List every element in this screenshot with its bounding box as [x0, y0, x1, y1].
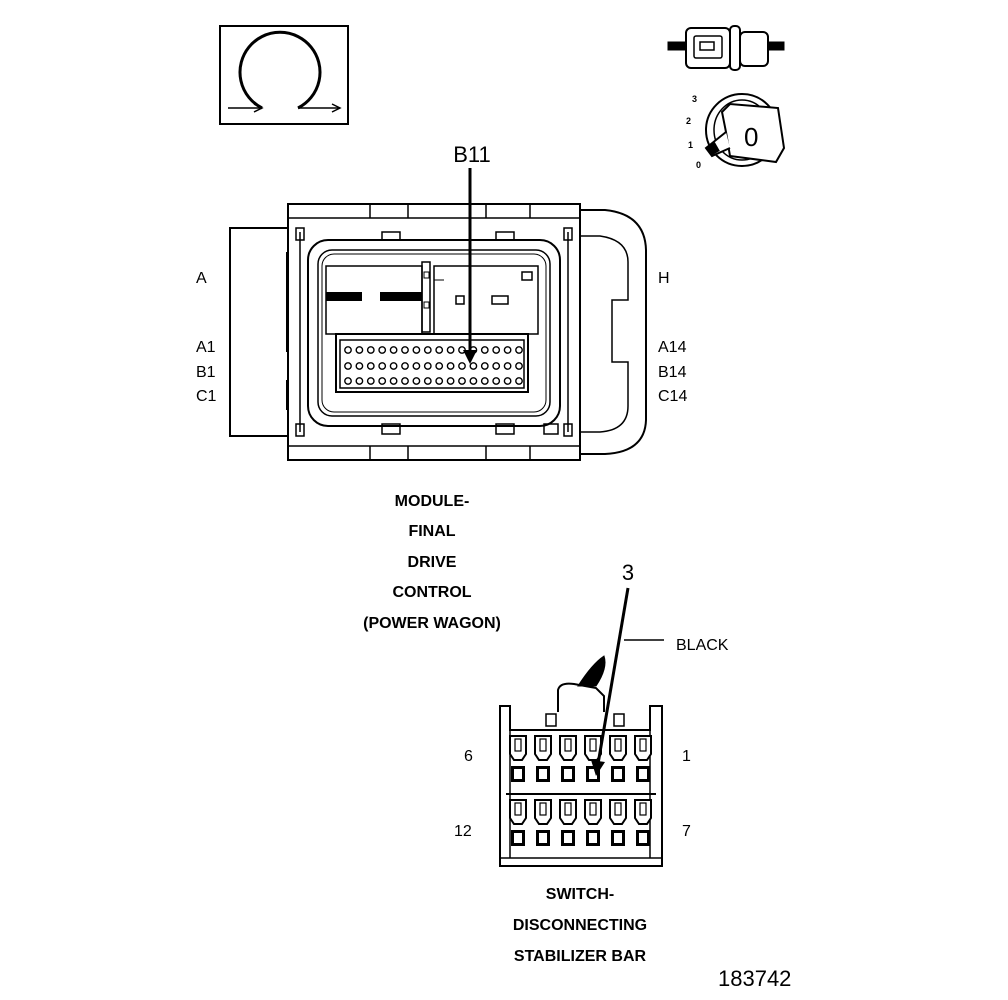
module-pin-hole: [412, 362, 421, 370]
module-pin-hole: [446, 377, 455, 385]
module-label-a14: A14: [658, 339, 687, 356]
module-label-h: H: [658, 270, 670, 287]
module-caption-line-3: DRIVE: [408, 554, 457, 571]
module-caption: MODULE- FINAL DRIVE CONTROL (POWER WAGON…: [363, 493, 501, 632]
module-pin-hole: [412, 346, 421, 354]
switch-caption-line-1: SWITCH-: [546, 886, 614, 903]
module-connector-body: [229, 203, 647, 461]
module-caption-line-1: MODULE-: [395, 493, 470, 510]
module-pin-hole: [458, 377, 466, 385]
module-caption-line-4: CONTROL: [392, 584, 471, 601]
module-pin-hole: [389, 377, 398, 385]
module-pin-hole: [469, 377, 478, 385]
module-pin-hole: [423, 362, 432, 370]
key-position-2: 2: [686, 116, 691, 126]
module-pin-hole: [355, 346, 364, 354]
switch-terminal: [509, 735, 527, 782]
pin-3-callout: 3: [591, 560, 634, 776]
module-pin-hole: [378, 362, 387, 370]
module-caption-line-5: (POWER WAGON): [363, 615, 501, 632]
module-pin-hole: [401, 362, 409, 370]
module-pin-holes: [344, 346, 523, 385]
module-pin-hole: [423, 377, 432, 385]
module-label-a1: A1: [196, 339, 216, 356]
module-pin-hole: [389, 362, 398, 370]
switch-terminal: [609, 735, 627, 782]
key-position-0: 0: [696, 160, 701, 170]
key-position-1: 1: [688, 140, 693, 150]
module-pin-hole: [480, 377, 489, 385]
module-pin-hole: [515, 362, 523, 370]
module-pin-hole: [435, 346, 444, 354]
switch-terminal: [634, 735, 652, 782]
module-label-b14: B14: [658, 364, 687, 381]
module-pin-hole: [344, 377, 352, 385]
key-position-3: 3: [692, 94, 697, 104]
module-label-a: A: [196, 270, 207, 287]
module-pin-hole: [492, 377, 501, 385]
module-label-c1: C1: [196, 388, 217, 405]
document-number: 183742: [718, 966, 791, 991]
switch-terminals: [509, 735, 652, 846]
switch-label-6: 6: [464, 748, 473, 765]
module-pin-hole: [515, 377, 523, 385]
switch-caption: SWITCH- DISCONNECTING STABILIZER BAR: [513, 886, 647, 965]
switch-terminal: [634, 799, 652, 846]
module-pin-hole: [503, 346, 512, 354]
switch-label-1: 1: [682, 748, 691, 765]
module-pin-hole: [355, 362, 364, 370]
module-pin-hole: [355, 377, 364, 385]
switch-terminal: [559, 735, 577, 782]
module-pin-hole: [469, 362, 478, 370]
switch-terminal: [584, 799, 602, 846]
switch-caption-line-3: STABILIZER BAR: [514, 948, 647, 965]
module-pin-hole: [458, 362, 466, 370]
switch-caption-line-2: DISCONNECTING: [513, 917, 647, 934]
module-pin-hole: [344, 362, 352, 370]
key-face-text: 0: [744, 122, 758, 152]
module-pin-hole: [492, 346, 501, 354]
connector-color-label: BLACK: [676, 637, 729, 654]
ignition-key-icon: 3 2 1 0 0: [686, 93, 786, 170]
module-pin-hole: [503, 377, 512, 385]
inline-connector-icon: [667, 25, 785, 71]
module-label-c14: C14: [658, 388, 687, 405]
module-pin-hole: [344, 346, 352, 354]
module-pin-hole: [446, 346, 455, 354]
module-pin-hole: [435, 377, 444, 385]
module-pin-hole: [366, 346, 375, 354]
module-pin-hole: [492, 362, 501, 370]
rotation-symbol-icon: [219, 25, 349, 125]
module-pin-hole: [366, 362, 375, 370]
b11-callout-label: B11: [453, 142, 491, 167]
module-pin-hole: [503, 362, 512, 370]
switch-label-7: 7: [682, 823, 691, 840]
switch-terminal: [609, 799, 627, 846]
switch-terminal: [534, 799, 552, 846]
module-label-b1: B1: [196, 364, 216, 381]
module-pin-hole: [378, 346, 387, 354]
module-pin-hole: [401, 346, 409, 354]
switch-terminal: [559, 799, 577, 846]
pin-3-callout-label: 3: [622, 560, 634, 585]
b11-callout: B11: [453, 142, 491, 364]
module-pin-hole: [515, 346, 523, 354]
switch-label-12: 12: [454, 823, 472, 840]
switch-terminal: [534, 735, 552, 782]
module-pin-hole: [389, 346, 398, 354]
module-pin-hole: [446, 362, 455, 370]
module-caption-line-2: FINAL: [408, 523, 455, 540]
module-pin-hole: [366, 377, 375, 385]
module-pin-hole: [401, 377, 409, 385]
module-pin-hole: [412, 377, 421, 385]
module-pin-hole: [423, 346, 432, 354]
module-pin-hole: [480, 362, 489, 370]
module-pin-hole: [480, 346, 489, 354]
module-pin-hole: [378, 377, 387, 385]
switch-terminal: [509, 799, 527, 846]
module-pin-hole: [435, 362, 444, 370]
